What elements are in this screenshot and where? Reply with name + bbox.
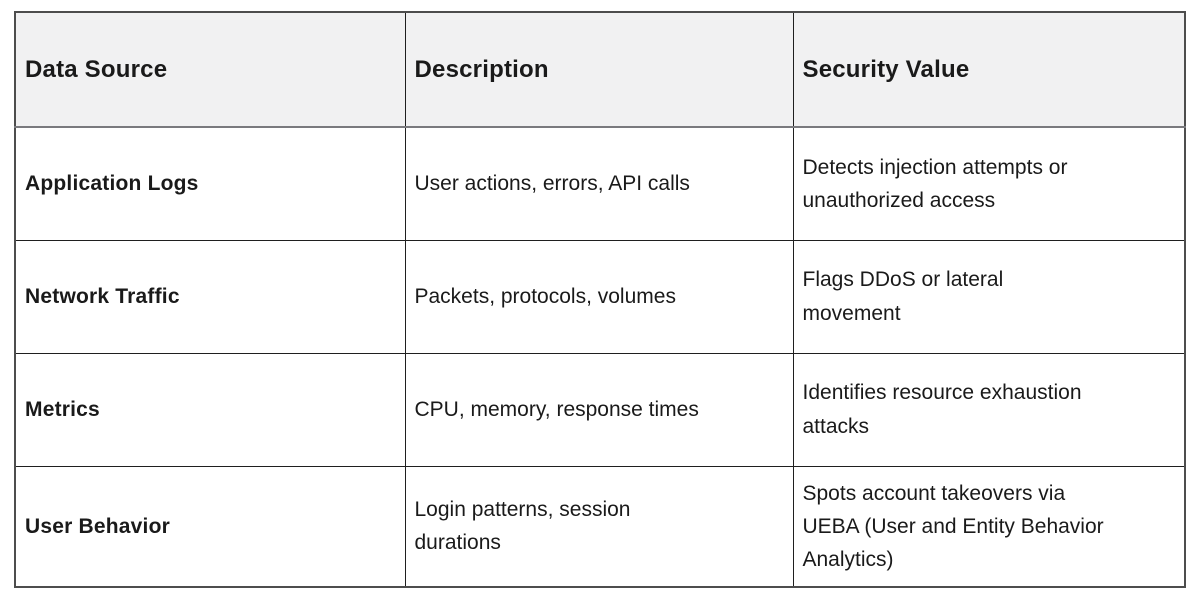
cell-security-value: Identifies resource exhaustion attacks (792, 352, 1186, 467)
cell-security-value: Flags DDoS or lateral movement (792, 239, 1186, 354)
cell-description: User actions, errors, API calls (404, 126, 794, 241)
cell-description: CPU, memory, response times (404, 352, 794, 467)
table-row-user-behavior: User Behavior Login patterns, session du… (14, 465, 1186, 588)
cell-security-value: Spots account takeovers via UEBA (User a… (792, 465, 1186, 588)
cell-security-value: Detects injection attempts or unauthoriz… (792, 126, 1186, 241)
table-header-row: Data Source Description Security Value (14, 11, 1186, 128)
cell-data-source: Application Logs (14, 126, 406, 241)
table-row-application-logs: Application Logs User actions, errors, A… (14, 126, 1186, 241)
data-sources-table: Data Source Description Security Value A… (14, 11, 1186, 589)
column-header-data-source: Data Source (14, 11, 406, 128)
table-row-metrics: Metrics CPU, memory, response times Iden… (14, 352, 1186, 467)
cell-data-source: Metrics (14, 352, 406, 467)
cell-data-source: User Behavior (14, 465, 406, 588)
cell-data-source: Network Traffic (14, 239, 406, 354)
column-header-description: Description (404, 11, 794, 128)
cell-description: Packets, protocols, volumes (404, 239, 794, 354)
column-header-security-value: Security Value (792, 11, 1186, 128)
cell-description: Login patterns, session durations (404, 465, 794, 588)
table-row-network-traffic: Network Traffic Packets, protocols, volu… (14, 239, 1186, 354)
